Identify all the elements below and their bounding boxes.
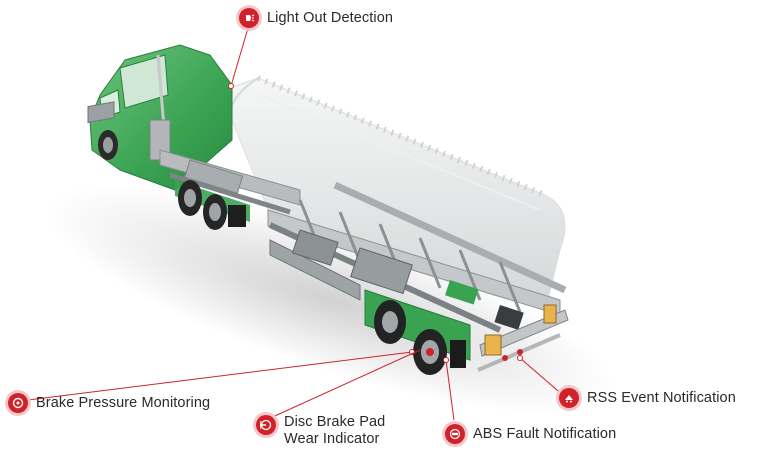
trailer-chassis [267,181,567,333]
brake-pressure-monitoring-label: Brake Pressure Monitoring [36,394,211,411]
callout-brake-pressure-monitoring: Brake Pressure Monitoring [8,393,210,413]
brake-pad-icon [256,415,276,435]
disc-brake-pad-label: Disc Brake Pad Wear Indicator [284,414,385,448]
trailer-wheels [364,289,471,375]
rss-event-notification-label: RSS Event Notification [587,389,736,406]
disc-brake-pad-line2: Wear Indicator [284,431,380,447]
anchor-light-out [228,83,234,89]
leader-rss [519,357,566,398]
callout-disc-brake-pad: Disc Brake Pad Wear Indicator [256,414,385,448]
callout-abs-fault-notification: ABS Fault Notification [445,424,616,444]
callout-light-out-detection: Light Out Detection [239,8,393,28]
light-out-detection-label: Light Out Detection [267,9,394,26]
abs-fault-notification-label: ABS Fault Notification [473,425,617,442]
tractor-rear-wheels [178,180,246,230]
leader-brake-pressure [27,351,413,401]
leader-abs [445,359,455,421]
anchor-rss [517,355,523,361]
front-wheel [98,130,118,160]
rollover-icon [559,388,579,408]
tank-body [229,75,566,301]
lamp-icon [239,8,259,28]
ground-shadow [43,185,617,415]
leader-light-out [230,27,249,87]
anchor-abs [443,357,449,363]
abs-icon [445,424,465,444]
rear-bumper [477,304,569,372]
callout-rss-event-notification: RSS Event Notification [559,388,736,408]
leader-lines [27,27,566,421]
disc-brake-pad-line1: Disc Brake Pad [284,414,386,430]
truck-cab [87,44,233,191]
leader-disc-brake [265,349,421,421]
gauge-icon [8,393,28,413]
